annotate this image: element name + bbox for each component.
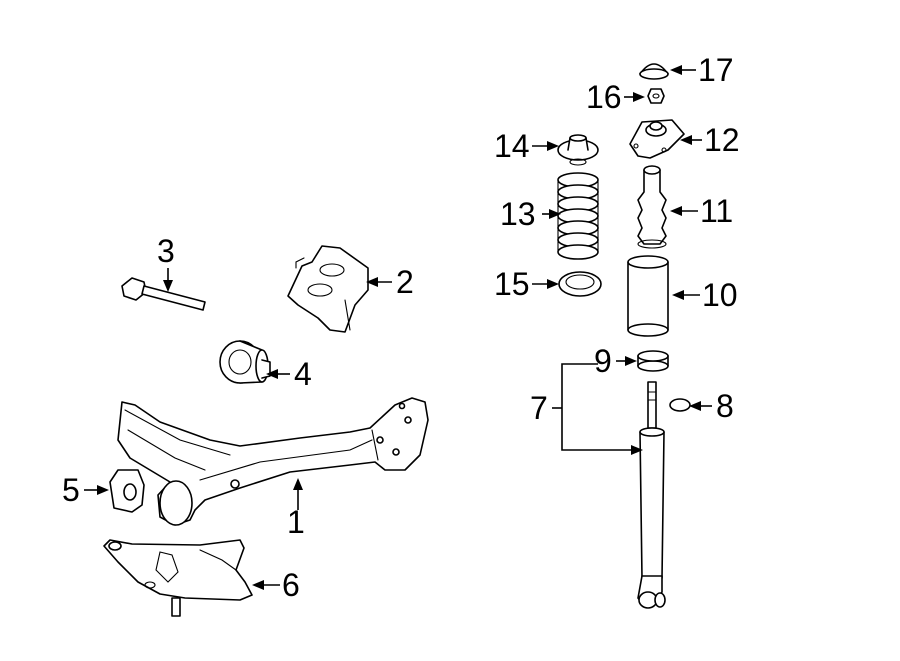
callout-4: 4 (294, 356, 312, 392)
callout-16: 16 (586, 79, 622, 115)
leader-lines (84, 65, 712, 590)
callout-13: 13 (500, 196, 536, 232)
callout-8: 8 (716, 388, 734, 424)
bushing-part[interactable] (219, 340, 271, 384)
dust-cap-part[interactable] (639, 63, 669, 80)
callout-1: 1 (287, 504, 305, 540)
callout-15: 15 (494, 266, 530, 302)
nut-part[interactable] (647, 88, 665, 104)
coil-spring-part[interactable] (557, 172, 599, 260)
lower-spring-seat-part[interactable] (558, 271, 602, 297)
callout-17: 17 (698, 52, 734, 88)
callout-11: 11 (700, 193, 733, 229)
strut-mount-part[interactable] (629, 119, 685, 159)
callout-14: 14 (494, 128, 530, 164)
callout-10: 10 (702, 277, 738, 313)
callout-9: 9 (594, 343, 612, 379)
o-ring-part[interactable] (669, 398, 691, 412)
callout-7: 7 (530, 390, 548, 426)
upper-spring-seat-part[interactable] (557, 134, 599, 166)
callout-12: 12 (704, 122, 740, 158)
axle-beam-part[interactable] (117, 397, 429, 526)
callout-3: 3 (157, 233, 175, 269)
callout-6: 6 (282, 567, 300, 603)
mounting-bracket-part[interactable] (287, 245, 369, 333)
spacer-part[interactable] (637, 350, 669, 372)
bump-stop-part[interactable] (637, 165, 667, 249)
bolt-part[interactable] (121, 277, 206, 311)
shock-absorber-part[interactable] (637, 381, 666, 609)
shield-plate-part[interactable] (103, 539, 253, 617)
small-bushing-part[interactable] (109, 469, 145, 513)
callout-5: 5 (62, 472, 80, 508)
callout-labels: 1 2 3 4 5 6 7 8 9 10 11 12 13 14 15 16 1… (62, 52, 740, 603)
dust-boot-part[interactable] (627, 255, 669, 337)
callout-2: 2 (396, 264, 414, 300)
